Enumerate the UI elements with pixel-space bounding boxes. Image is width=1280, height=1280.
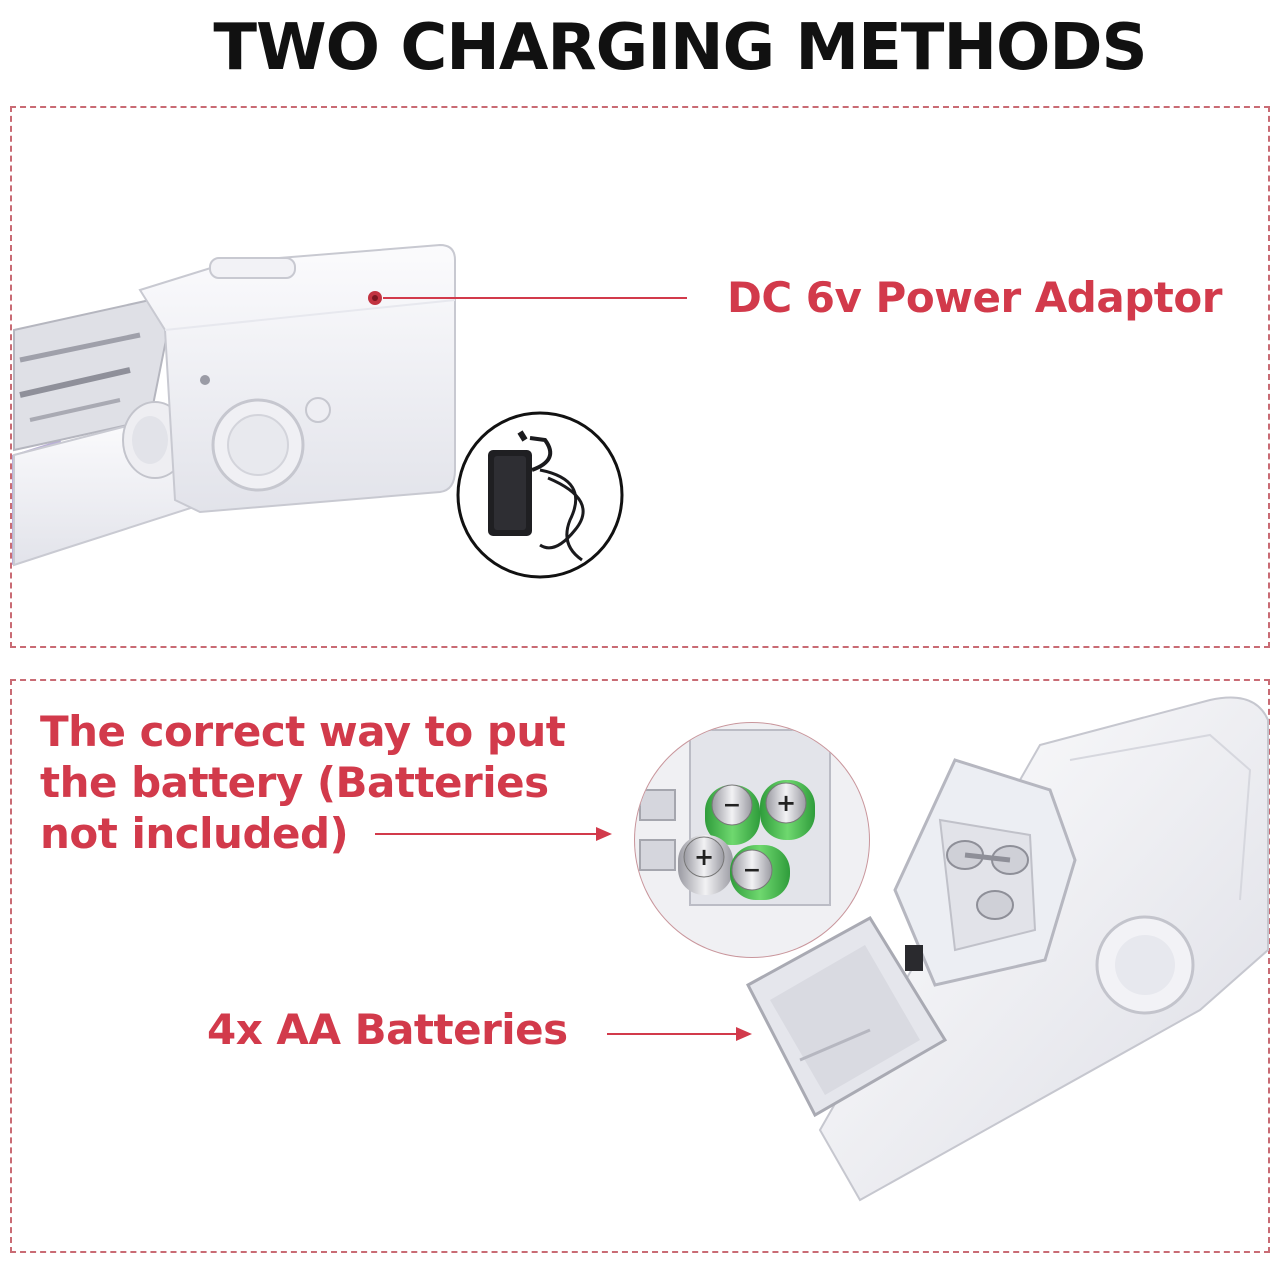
power-adaptor-icon: [456, 411, 624, 579]
battery-compartment-image: − + + −: [634, 722, 870, 958]
battery-placement-line-1: The correct way to put: [40, 707, 566, 756]
battery-panel: [10, 679, 1270, 1253]
adaptor-label: DC 6v Power Adaptor: [727, 273, 1222, 322]
battery-placement-line-3: not included): [40, 809, 349, 858]
battery-pack-icon: [745, 696, 1269, 1202]
batteries-pointer-arrow: [607, 1027, 752, 1041]
page-title: TWO CHARGING METHODS: [213, 11, 1147, 85]
sewing-machine-image: [12, 243, 456, 567]
adaptor-panel: [10, 106, 1270, 648]
svg-text:+: +: [776, 789, 796, 817]
batteries-label: 4x AA Batteries: [207, 1005, 568, 1054]
svg-text:+: +: [694, 843, 714, 871]
battery-placement-label: The correct way to put the battery (Batt…: [40, 706, 620, 859]
compartment-pointer-arrow: [375, 827, 612, 841]
svg-text:−: −: [743, 858, 761, 883]
battery-placement-line-2: the battery (Batteries: [40, 758, 549, 807]
svg-text:−: −: [723, 793, 741, 818]
